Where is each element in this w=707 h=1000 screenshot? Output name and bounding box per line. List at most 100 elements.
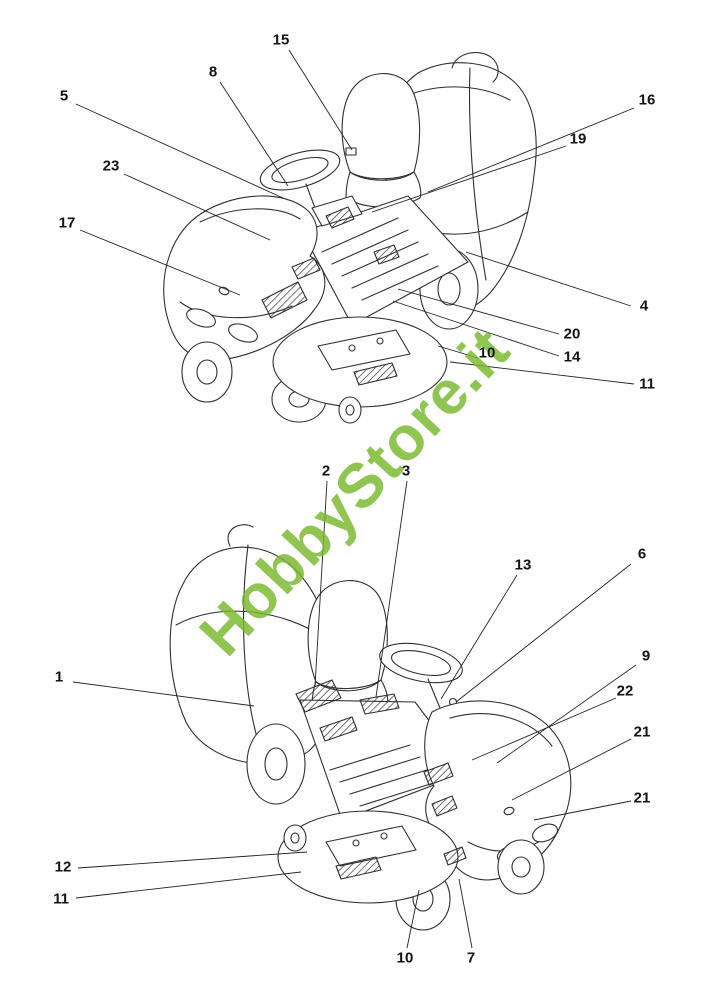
leader-line	[465, 251, 632, 307]
callout-1: 1	[54, 668, 64, 686]
callout-5: 5	[59, 87, 69, 105]
rear-wheel	[246, 723, 306, 805]
front-wheel	[497, 839, 545, 895]
leader-line	[371, 145, 567, 213]
mower-bottom-figure	[169, 524, 572, 931]
headlight	[228, 323, 258, 343]
callout-8: 8	[208, 63, 218, 81]
deck-bolt	[376, 337, 384, 345]
steering-wheel-inner	[391, 650, 451, 676]
bag-seam	[243, 544, 261, 749]
leader-line	[533, 800, 632, 821]
warning-decal	[335, 856, 382, 880]
callout-3: 3	[401, 462, 411, 480]
warning-decal	[373, 244, 400, 265]
leader-line	[75, 871, 302, 899]
leader-line	[449, 361, 635, 385]
callout-21-b: 21	[633, 789, 651, 807]
rear-wheel-hub	[437, 272, 461, 306]
callout-22: 22	[616, 682, 634, 700]
leader-line	[471, 697, 617, 761]
warning-decal	[443, 846, 467, 866]
front-wheel-hub	[196, 359, 218, 385]
caster-wheel-hub	[345, 404, 355, 416]
deck-bolt	[352, 839, 360, 847]
leader-line	[288, 49, 353, 151]
callout-21-a: 21	[633, 723, 651, 741]
warning-decal	[261, 281, 308, 319]
warning-decal	[423, 762, 454, 786]
callout-23: 23	[102, 157, 120, 175]
warning-decal	[295, 679, 342, 713]
leader-line	[437, 345, 479, 359]
callout-13: 13	[514, 556, 532, 574]
callout-11-top: 11	[639, 375, 655, 393]
caster-wheel	[338, 396, 362, 424]
callout-19: 19	[569, 130, 587, 148]
leader-line	[123, 173, 271, 241]
callout-9: 9	[641, 647, 651, 665]
driver-seat	[341, 73, 421, 180]
callout-14: 14	[563, 348, 581, 366]
leader-line	[219, 81, 289, 187]
callout-20: 20	[563, 325, 581, 343]
warning-decal	[325, 206, 355, 229]
leader-line	[392, 300, 560, 357]
leader-line	[79, 229, 241, 296]
caster-wheel-hub	[290, 832, 300, 844]
deck-plate	[325, 825, 417, 867]
rear-wheel-hub	[264, 747, 288, 781]
steering-wheel-inner	[271, 156, 329, 184]
leader-line	[455, 563, 632, 703]
leader-line	[406, 889, 420, 949]
steering-wheel	[259, 149, 341, 191]
leader-line	[375, 480, 408, 698]
callout-17: 17	[58, 214, 76, 232]
headlight	[186, 308, 216, 328]
warning-decal	[359, 693, 400, 715]
leader-line	[496, 664, 637, 764]
deck-plate	[317, 329, 411, 371]
callout-10-top: 10	[478, 344, 496, 362]
hood-badge	[503, 806, 515, 816]
leader-line	[427, 107, 635, 193]
leader-line	[511, 738, 632, 801]
callout-16: 16	[638, 91, 656, 109]
front-wheel	[181, 341, 233, 403]
mower-top-figure	[163, 52, 537, 424]
hood-badge	[218, 286, 230, 296]
caster-wheel	[283, 824, 307, 852]
headlight	[532, 823, 558, 843]
warning-decal	[291, 257, 321, 280]
warning-decal	[431, 795, 458, 817]
callout-6: 6	[637, 545, 647, 563]
front-wheel-hub	[511, 856, 531, 878]
callout-12: 12	[54, 858, 72, 876]
warning-decal	[353, 362, 398, 386]
callout-10-bottom: 10	[396, 949, 414, 967]
steering-column	[427, 678, 441, 709]
leader-lines-bottom	[72, 480, 637, 949]
leader-line	[314, 480, 328, 687]
deck-bolt	[348, 344, 356, 352]
driver-seat	[307, 580, 388, 690]
footboard-stripes	[329, 744, 441, 807]
steering-wheel	[379, 642, 463, 684]
leader-line	[458, 878, 473, 949]
leader-line	[77, 851, 308, 869]
hood-seam	[199, 208, 301, 223]
callout-11-bottom: 11	[53, 890, 69, 908]
callout-4: 4	[639, 297, 649, 315]
callout-2: 2	[321, 462, 331, 480]
callout-7: 7	[466, 949, 476, 967]
leader-line	[397, 288, 560, 335]
bag-handle	[451, 52, 499, 83]
leader-line	[440, 574, 518, 700]
leader-line	[72, 681, 255, 707]
callout-15: 15	[272, 31, 290, 49]
deck-bolt	[380, 832, 388, 840]
bag-handle	[227, 524, 254, 547]
leader-lines-top	[75, 49, 635, 385]
